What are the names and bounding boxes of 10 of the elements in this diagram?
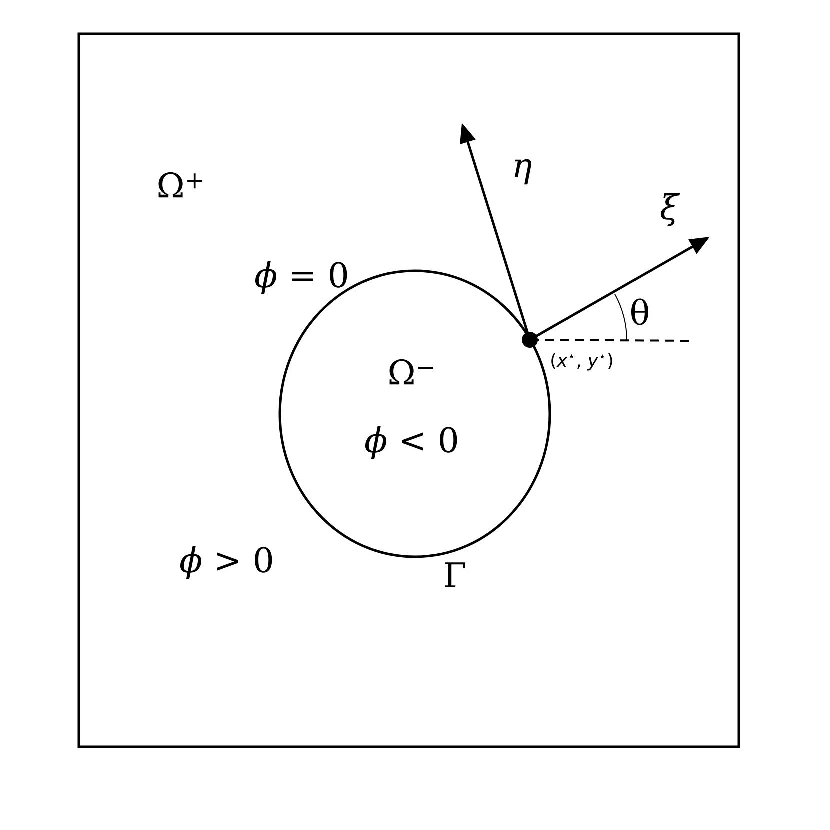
axis-label: ξ xyxy=(660,194,680,226)
axis-label: η xyxy=(514,159,532,185)
interface-label: ϕ = 0 xyxy=(255,262,348,294)
interface-label: Γ xyxy=(445,562,466,588)
region-label: Ω$^{−}$ xyxy=(390,359,434,385)
region-label: ϕ < 0 xyxy=(365,426,458,460)
domain-box xyxy=(78,32,740,748)
axis-label: θ xyxy=(631,298,649,326)
region-label: Ω$^{+}$ xyxy=(158,172,202,198)
region-label: ϕ > 0 xyxy=(180,546,272,580)
